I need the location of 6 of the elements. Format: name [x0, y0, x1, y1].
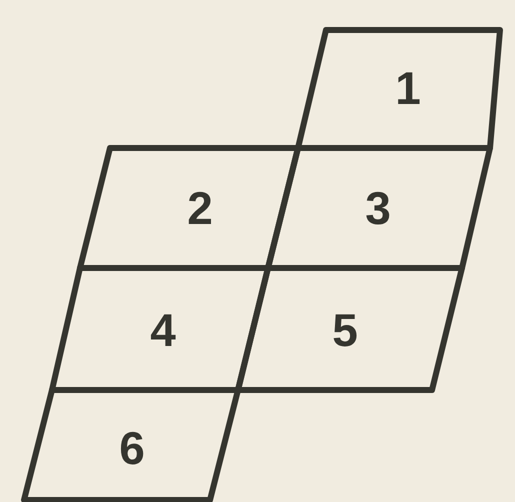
- cell-number: 4: [150, 307, 176, 353]
- cell-number: 6: [119, 425, 145, 471]
- cell-number: 1: [395, 65, 421, 111]
- cell-number: 2: [187, 185, 213, 231]
- cell-number: 5: [332, 307, 358, 353]
- cell-number: 3: [365, 185, 391, 231]
